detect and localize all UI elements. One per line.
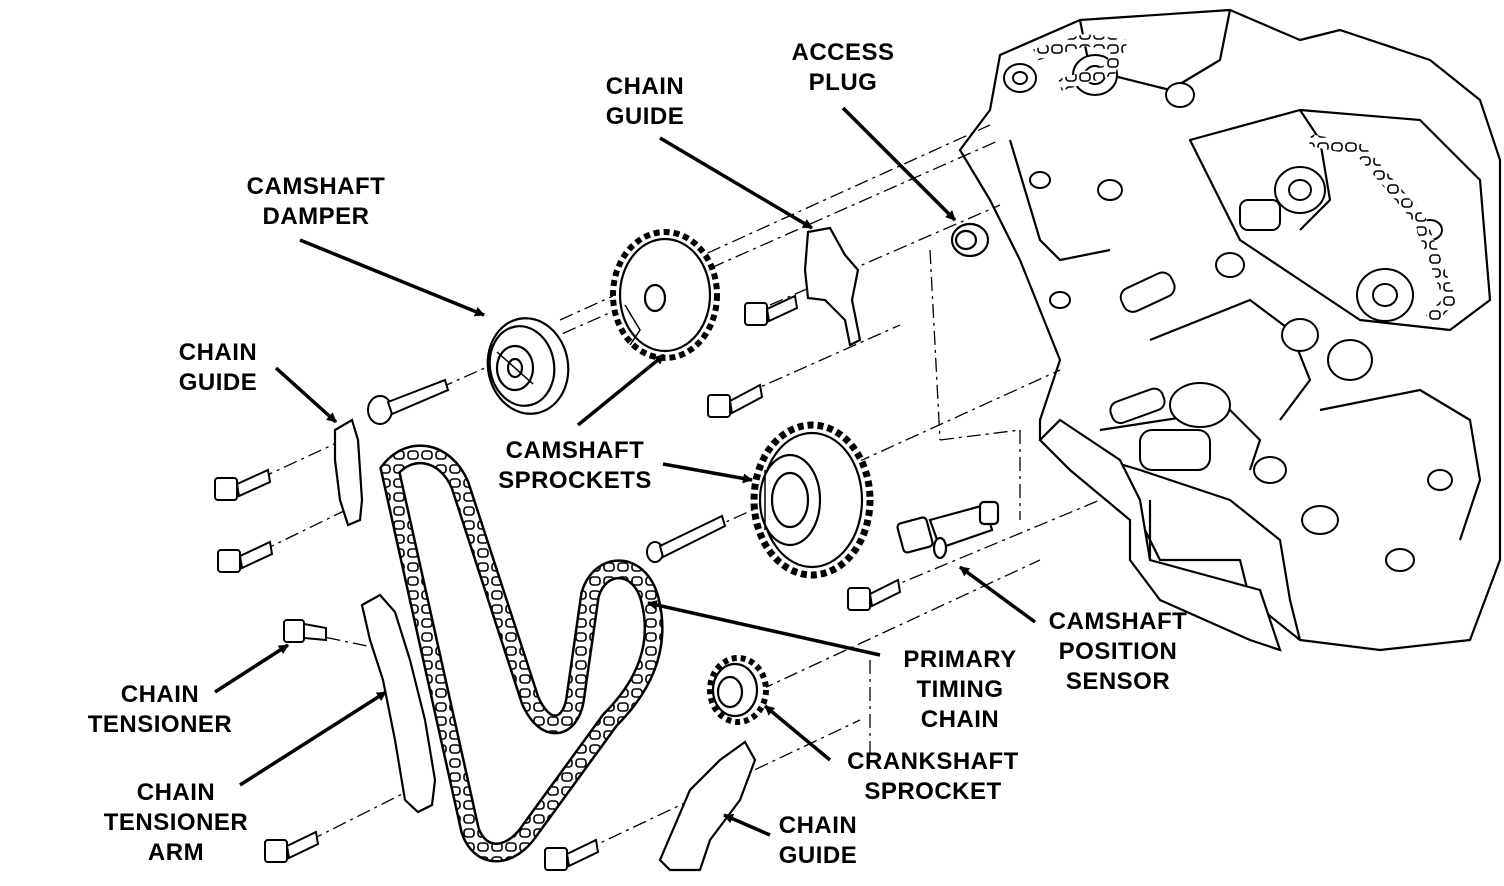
arrow-chain-guide-top (659, 136, 813, 230)
engine-block (958, 8, 1502, 652)
arrow-chain-guide-left (274, 366, 338, 424)
bolt (744, 294, 799, 326)
lower-chain-guide-part (658, 740, 757, 872)
label-camshaft-sprockets: CAMSHAFT SPROCKETS (498, 437, 652, 494)
label-camshaft-damper: CAMSHAFT DAMPER (246, 173, 386, 230)
upper-chain-guide-part (803, 226, 862, 347)
bolt (264, 830, 320, 863)
engine-cam-chain-right (1308, 134, 1457, 325)
arrow-camshaft-position-sensor (958, 565, 1037, 624)
label-chain-guide-left: CHAIN GUIDE (178, 339, 258, 396)
crankshaft-sprocket-part (707, 655, 769, 725)
label-chain-tensioner-arm: CHAIN TENSIONER ARM (103, 779, 249, 866)
label-chain-guide-bottom: CHAIN GUIDE (778, 812, 858, 869)
upper-camshaft-sprocket (610, 229, 720, 361)
bolt (707, 383, 764, 418)
arrow-primary-timing-chain (647, 600, 881, 657)
bolt (217, 540, 274, 573)
arrow-chain-tensioner-arm (239, 690, 387, 787)
primary-timing-chain-links (381, 447, 662, 860)
engine-cam-chain-left (1033, 33, 1129, 91)
bolt (847, 578, 902, 611)
arrow-camshaft-damper (299, 238, 485, 317)
label-access-plug: ACCESS PLUG (791, 39, 895, 96)
bolt (283, 619, 327, 643)
camshaft-damper-part (486, 317, 570, 415)
engine-details (1003, 54, 1453, 572)
arrow-chain-guide-bottom (723, 813, 771, 837)
bolt (214, 468, 272, 501)
long-bolt (367, 378, 450, 425)
label-chain-guide-top: CHAIN GUIDE (605, 73, 685, 130)
left-chain-guide-part (333, 418, 364, 527)
label-primary-timing-chain: PRIMARY TIMING CHAIN (903, 646, 1017, 733)
long-bolt (646, 514, 727, 563)
chain-tensioner-arm-part (360, 593, 437, 814)
camshaft-position-sensor-part (896, 500, 1000, 560)
arrow-camshaft-sprockets-lower (662, 462, 753, 484)
bolt (544, 838, 600, 871)
label-camshaft-position-sensor: CAMSHAFT POSITION SENSOR (1048, 608, 1188, 695)
bolts (214, 294, 902, 871)
leader-arrows (214, 106, 1037, 837)
arrow-crankshaft-sprocket (763, 704, 832, 762)
lower-camshaft-sprocket (750, 421, 874, 579)
oil-pan (1038, 418, 1282, 652)
arrow-chain-tensioner (214, 643, 289, 694)
arrow-camshaft-sprockets-upper (576, 353, 666, 427)
label-chain-tensioner: CHAIN TENSIONER (87, 681, 233, 738)
access-plug-part (950, 222, 990, 258)
arrow-access-plug (841, 106, 957, 222)
label-crankshaft-sprocket: CRANKSHAFT SPROCKET (847, 748, 1019, 805)
